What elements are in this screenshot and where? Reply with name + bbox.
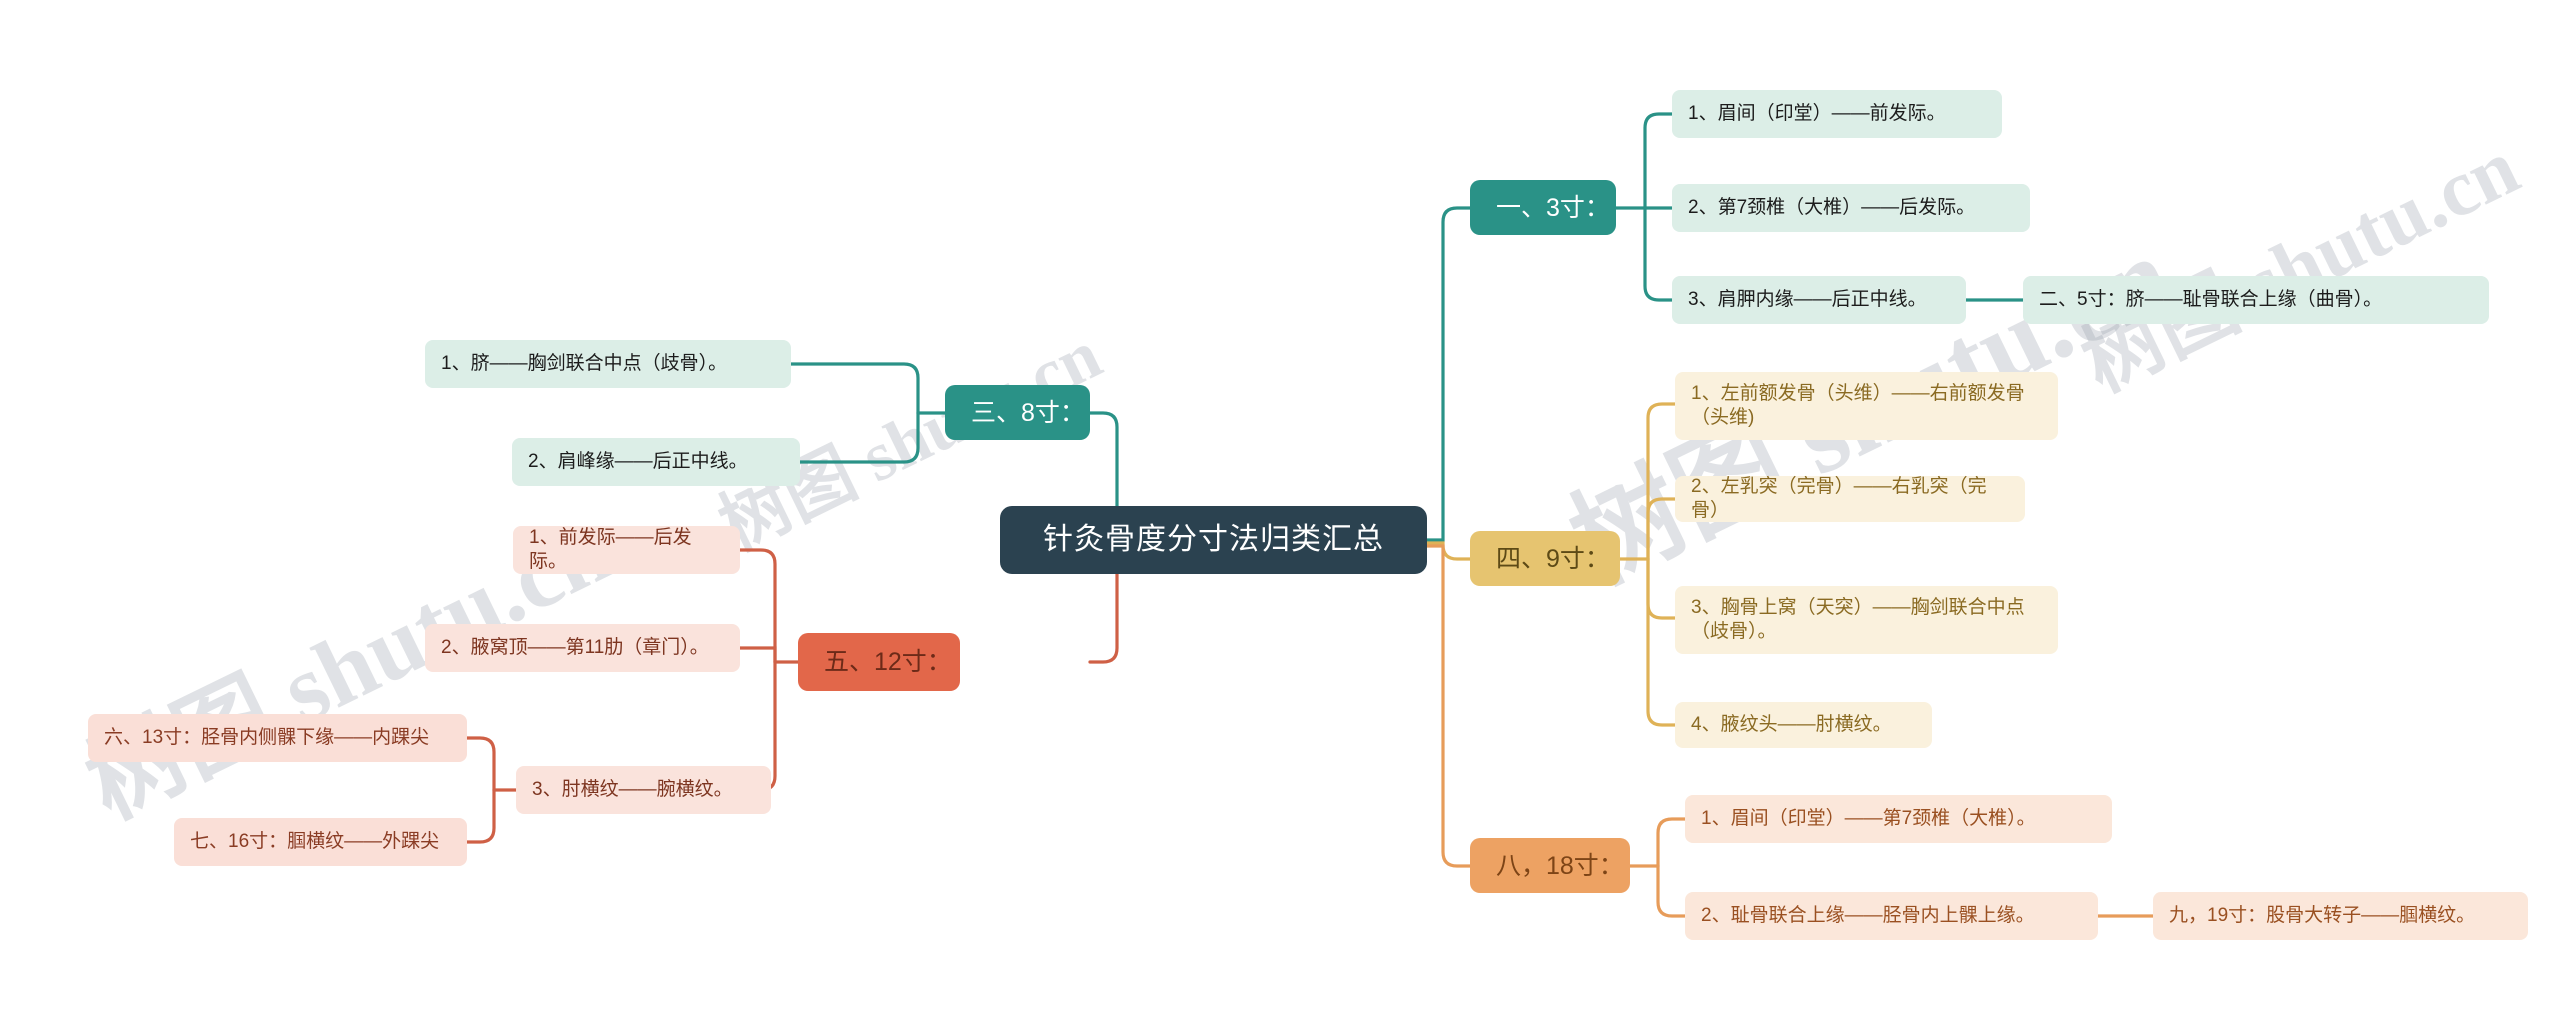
leaf-cun13[interactable]: 六、13寸：胫骨内侧髁下缘——内踝尖	[88, 714, 467, 762]
leaf-cun13-label: 六、13寸：胫骨内侧髁下缘——内踝尖	[104, 726, 430, 748]
leaf-cun12-2[interactable]: 2、腋窝顶——第11肋（章门）。	[425, 624, 740, 672]
leaf-cun9-3-label: 3、胸骨上窝（天突）——胸剑联合中点（歧骨）。	[1691, 597, 2025, 643]
leaf-cun12-3[interactable]: 3、肘横纹——腕横纹。	[516, 766, 771, 814]
leaf-cun9-2[interactable]: 2、左乳突（完骨）——右乳突（完骨）	[1675, 476, 2025, 522]
branch-cun18[interactable]: 八，18寸：	[1470, 838, 1630, 893]
leaf-cun18-1-label: 1、眉间（印堂）——第7颈椎（大椎）。	[1701, 807, 2036, 829]
branch-cun3-label: 一、3寸：	[1496, 193, 1610, 222]
branch-cun8[interactable]: 三、8寸：	[945, 385, 1090, 440]
leaf-cun19[interactable]: 九，19寸：股骨大转子——腘横纹。	[2153, 892, 2528, 940]
leaf-cun19-label: 九，19寸：股骨大转子——腘横纹。	[2169, 904, 2476, 926]
leaf-cun3-3-label: 3、肩胛内缘——后正中线。	[1688, 288, 1927, 310]
leaf-cun18-2-label: 2、耻骨联合上缘——胫骨内上髁上缘。	[1701, 904, 2035, 926]
leaf-cun12-1[interactable]: 1、前发际——后发际。	[513, 526, 740, 574]
branch-cun9-label: 四、9寸：	[1496, 544, 1610, 573]
leaf-cun12-2-label: 2、腋窝顶——第11肋（章门）。	[441, 636, 709, 658]
leaf-cun9-4[interactable]: 4、腋纹头——肘横纹。	[1675, 702, 1932, 748]
leaf-cun3-1-label: 1、眉间（印堂）——前发际。	[1688, 102, 1946, 124]
branch-cun3[interactable]: 一、3寸：	[1470, 180, 1616, 235]
leaf-cun9-3[interactable]: 3、胸骨上窝（天突）——胸剑联合中点（歧骨）。	[1675, 586, 2058, 654]
leaf-cun12-1-label: 1、前发际——后发际。	[529, 526, 692, 572]
leaf-cun3-1[interactable]: 1、眉间（印堂）——前发际。	[1672, 90, 2002, 138]
leaf-cun5-label: 二、5寸：脐——耻骨联合上缘（曲骨）。	[2039, 288, 2383, 310]
leaf-cun3-2-label: 2、第7颈椎（大椎）——后发际。	[1688, 196, 1976, 218]
leaf-cun16[interactable]: 七、16寸：腘横纹——外踝尖	[174, 818, 467, 866]
leaf-cun3-2[interactable]: 2、第7颈椎（大椎）——后发际。	[1672, 184, 2030, 232]
branch-cun18-label: 八，18寸：	[1496, 851, 1624, 880]
leaf-cun16-label: 七、16寸：腘横纹——外踝尖	[190, 830, 440, 852]
leaf-cun8-1[interactable]: 1、脐——胸剑联合中点（歧骨）。	[425, 340, 791, 388]
leaf-cun9-2-label: 2、左乳突（完骨）——右乳突（完骨）	[1691, 475, 1987, 521]
leaf-cun8-2-label: 2、肩峰缘——后正中线。	[528, 450, 748, 472]
root-node[interactable]: 针灸骨度分寸法归类汇总	[1000, 506, 1427, 574]
branch-cun12-label: 五、12寸：	[824, 648, 952, 676]
leaf-cun18-1[interactable]: 1、眉间（印堂）——第7颈椎（大椎）。	[1685, 795, 2112, 843]
branch-cun12[interactable]: 五、12寸：	[798, 633, 960, 691]
leaf-cun9-1[interactable]: 1、左前额发骨（头维）——右前额发骨（头维)	[1675, 372, 2058, 440]
branch-cun9[interactable]: 四、9寸：	[1470, 531, 1620, 586]
leaf-cun18-2[interactable]: 2、耻骨联合上缘——胫骨内上髁上缘。	[1685, 892, 2098, 940]
leaf-cun5[interactable]: 二、5寸：脐——耻骨联合上缘（曲骨）。	[2023, 276, 2489, 324]
branch-cun8-label: 三、8寸：	[971, 398, 1085, 427]
leaf-cun8-1-label: 1、脐——胸剑联合中点（歧骨）。	[441, 352, 728, 374]
root-label: 针灸骨度分寸法归类汇总	[1043, 522, 1384, 556]
leaf-cun12-3-label: 3、肘横纹——腕横纹。	[532, 778, 733, 800]
leaf-cun9-1-label: 1、左前额发骨（头维）——右前额发骨（头维)	[1691, 383, 2025, 429]
leaf-cun3-3[interactable]: 3、肩胛内缘——后正中线。	[1672, 276, 1966, 324]
leaf-cun8-2[interactable]: 2、肩峰缘——后正中线。	[512, 438, 800, 486]
leaf-cun9-4-label: 4、腋纹头——肘横纹。	[1691, 713, 1892, 735]
